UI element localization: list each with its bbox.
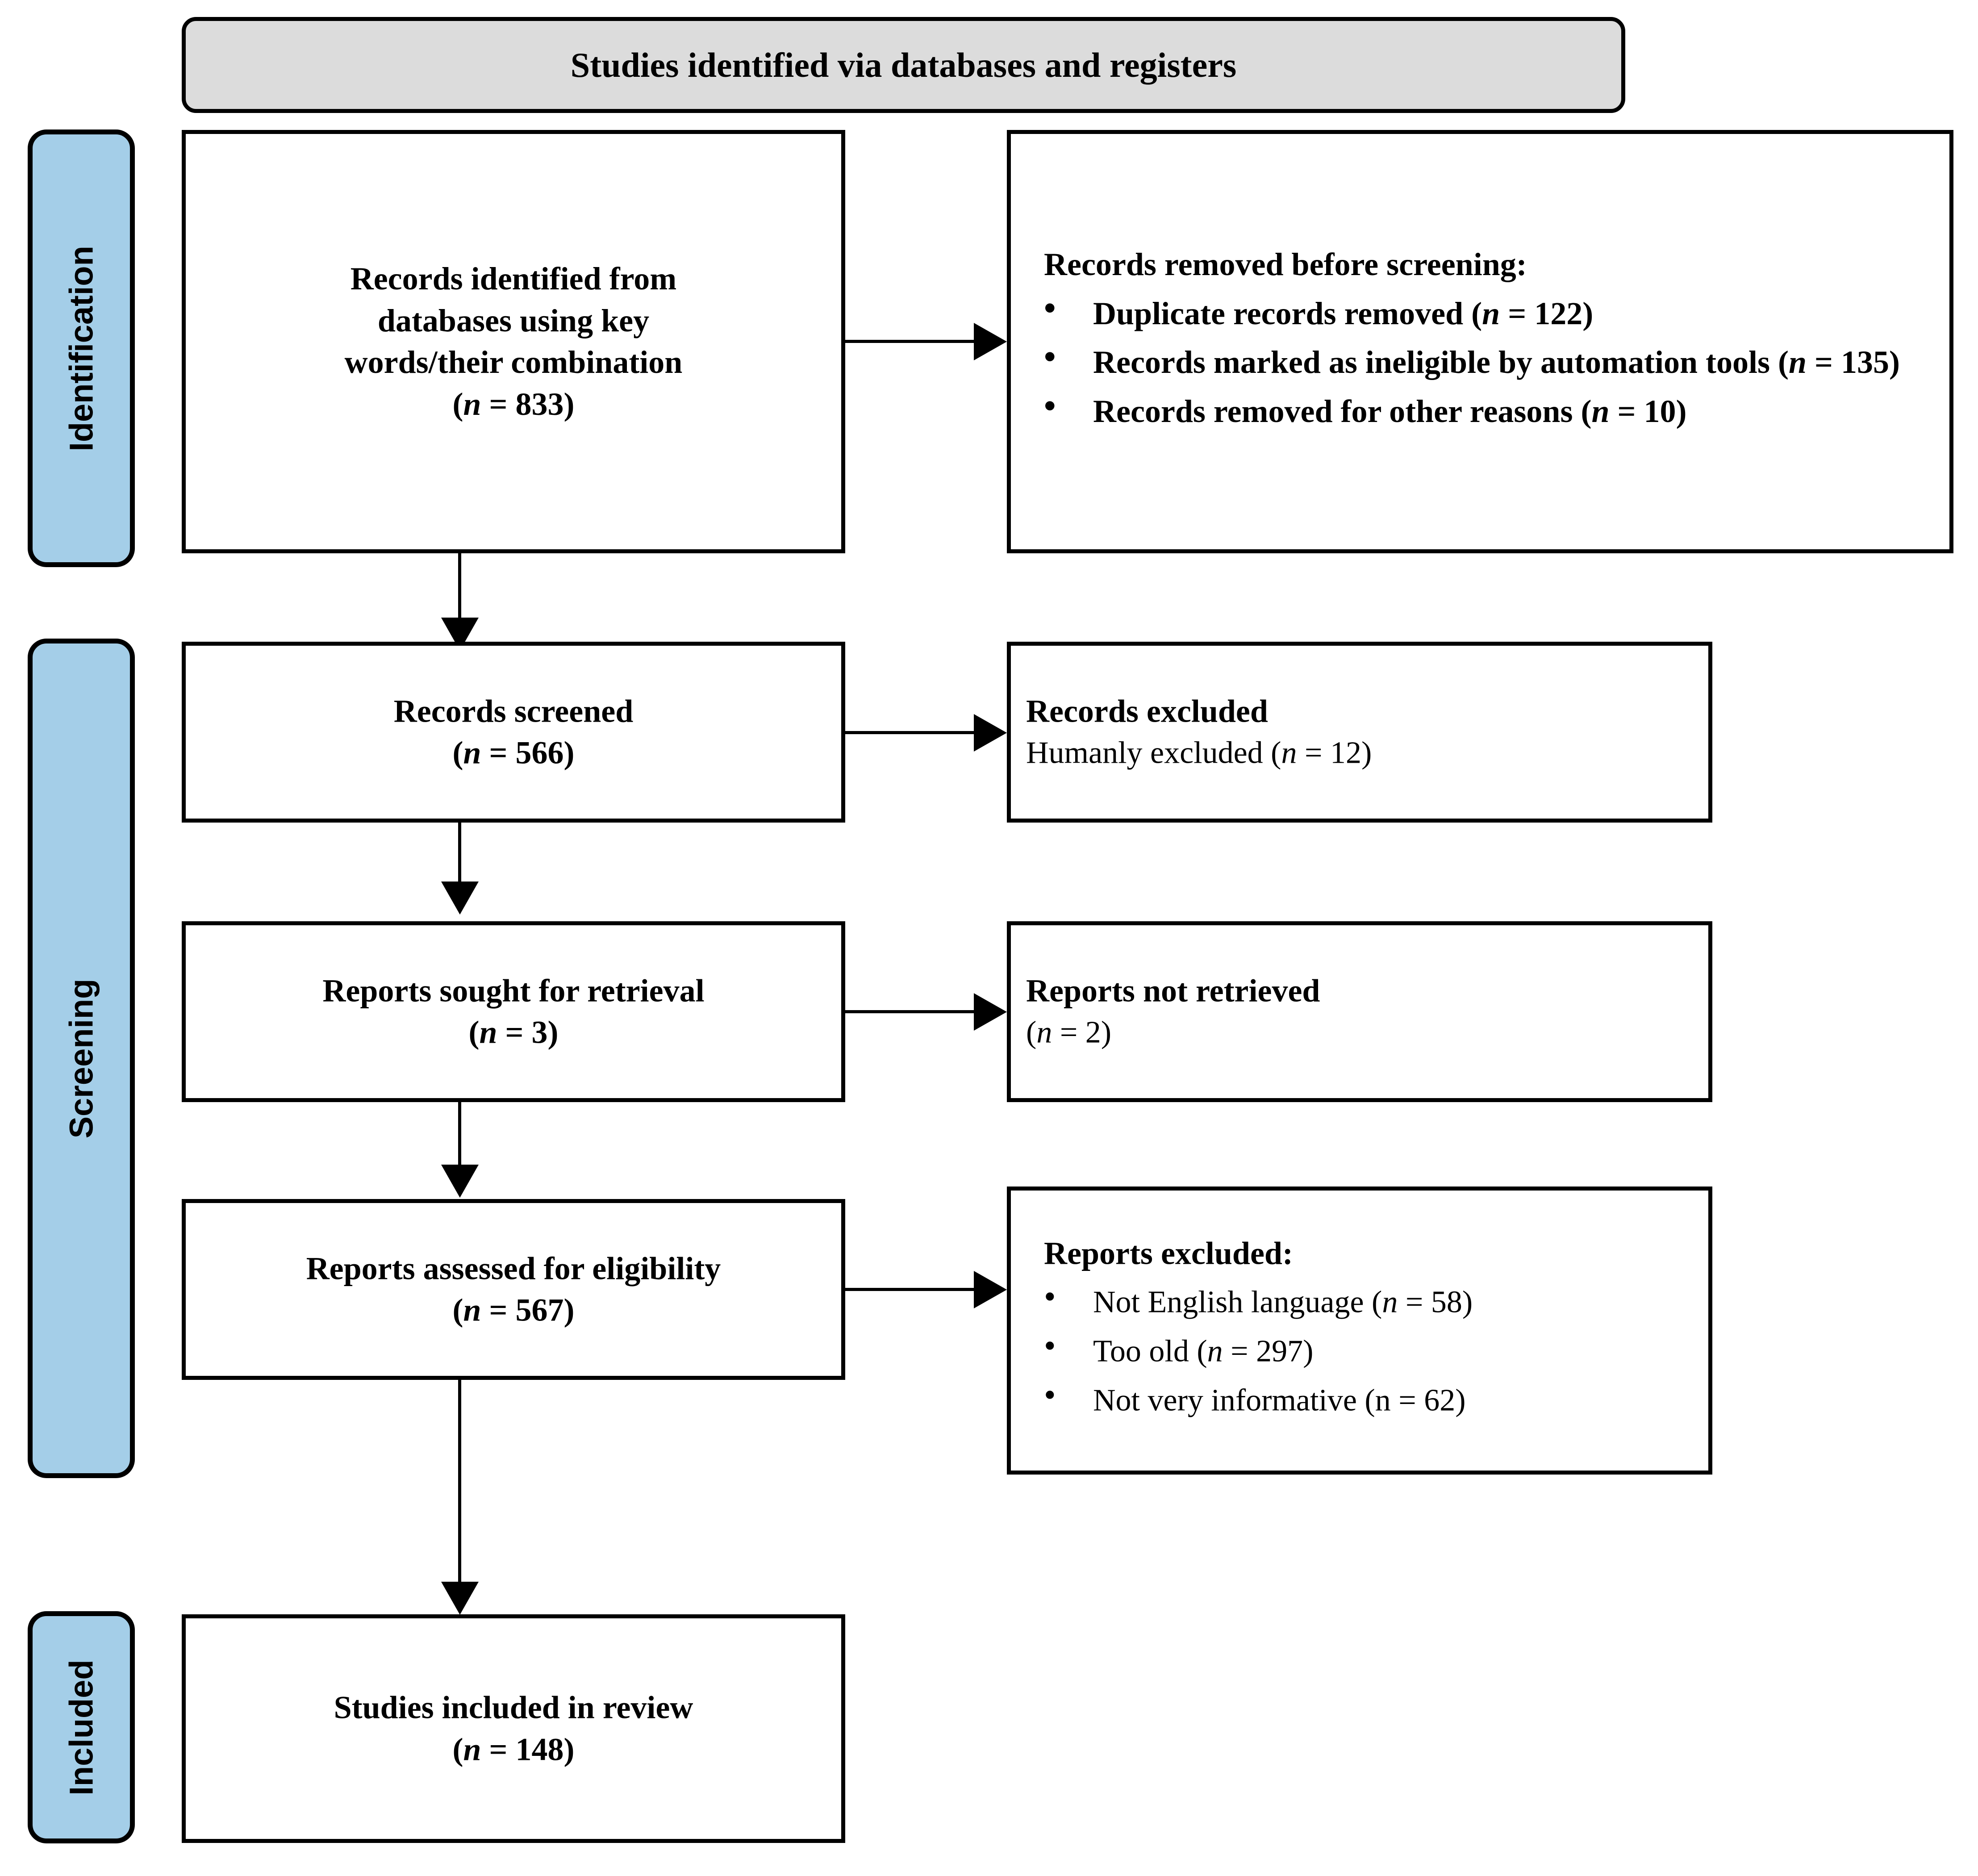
stage-label-identification: Identification bbox=[28, 130, 135, 567]
records-excluded-title: Records excluded bbox=[1026, 693, 1268, 729]
box-reports-excluded: Reports excluded: Not English language (… bbox=[1007, 1187, 1712, 1475]
records-excluded-detail: Humanly excluded (n = 12) bbox=[1026, 735, 1372, 770]
box-records-identified: Records identified from databases using … bbox=[182, 130, 845, 553]
box-records-screened: Records screened (n = 566) bbox=[182, 642, 845, 823]
list-item: Too old (n = 297) bbox=[1026, 1329, 1693, 1372]
arrow-screened-to-sought-head bbox=[441, 882, 479, 915]
reports-sought-count: (n = 3) bbox=[468, 1014, 559, 1050]
box-reports-assessed: Reports assessed for eligibility (n = 56… bbox=[182, 1199, 845, 1380]
box-reports-sought: Reports sought for retrieval (n = 3) bbox=[182, 921, 845, 1102]
reports-sought-title: Reports sought for retrieval bbox=[322, 972, 705, 1008]
header-banner-label: Studies identified via databases and reg… bbox=[570, 45, 1237, 84]
records-identified-count: (n = 833) bbox=[452, 386, 575, 422]
arrow-sought-to-assessed-stem bbox=[458, 1102, 461, 1171]
list-item: Not very informative (n = 62) bbox=[1026, 1378, 1693, 1421]
box-studies-included: Studies included in review (n = 148) bbox=[182, 1614, 845, 1843]
arrow-identified-to-screened-stem bbox=[458, 553, 461, 621]
records-identified-line3: words/their combination bbox=[344, 344, 683, 380]
arrow-identified-to-removed-stem bbox=[845, 340, 974, 343]
stage-label-included-text: Included bbox=[63, 1659, 100, 1796]
reports-assessed-count: (n = 567) bbox=[452, 1292, 575, 1328]
records-identified-line1: Records identified from bbox=[350, 260, 677, 297]
box-records-excluded: Records excluded Humanly excluded (n = 1… bbox=[1007, 642, 1712, 823]
arrow-assessed-to-excluded-head bbox=[974, 1271, 1007, 1308]
box-reports-not-retrieved: Reports not retrieved (n = 2) bbox=[1007, 921, 1712, 1102]
removed-before-screening-heading: Records removed before screening: bbox=[1044, 246, 1527, 282]
arrow-assessed-to-excluded-stem bbox=[845, 1288, 974, 1291]
arrow-screened-to-sought-stem bbox=[458, 823, 461, 888]
stage-label-screening: Screening bbox=[28, 639, 135, 1478]
records-screened-title: Records screened bbox=[393, 693, 634, 729]
stage-label-identification-text: Identification bbox=[63, 245, 100, 451]
header-banner: Studies identified via databases and reg… bbox=[182, 17, 1625, 113]
stage-label-included: Included bbox=[28, 1611, 135, 1843]
list-item: Records removed for other reasons (n = 1… bbox=[1026, 389, 1934, 433]
arrow-screened-to-excluded-stem bbox=[845, 731, 974, 734]
reports-not-retrieved-title: Reports not retrieved bbox=[1026, 972, 1320, 1008]
arrow-sought-to-not-retrieved-stem bbox=[845, 1010, 974, 1013]
list-item: Duplicate records removed (n = 122) bbox=[1026, 291, 1934, 334]
records-identified-line2: databases using key bbox=[377, 302, 650, 338]
arrow-assessed-to-included-head bbox=[441, 1582, 479, 1615]
arrow-sought-to-not-retrieved-head bbox=[974, 993, 1007, 1031]
box-records-removed-before-screening: Records removed before screening: Duplic… bbox=[1007, 130, 1953, 553]
studies-included-count: (n = 148) bbox=[452, 1731, 575, 1767]
stage-label-screening-text: Screening bbox=[63, 978, 100, 1138]
reports-assessed-title: Reports assessed for eligibility bbox=[306, 1250, 721, 1286]
arrow-sought-to-assessed-head bbox=[441, 1165, 479, 1198]
reports-excluded-heading: Reports excluded: bbox=[1044, 1235, 1293, 1271]
list-item: Records marked as ineligible by automati… bbox=[1026, 340, 1934, 384]
arrow-identified-to-removed-head bbox=[974, 323, 1007, 360]
records-screened-count: (n = 566) bbox=[452, 735, 575, 771]
arrow-screened-to-excluded-head bbox=[974, 714, 1007, 752]
reports-not-retrieved-count: (n = 2) bbox=[1026, 1015, 1112, 1050]
list-item: Not English language (n = 58) bbox=[1026, 1280, 1693, 1324]
arrow-assessed-to-included-stem bbox=[458, 1380, 461, 1585]
studies-included-title: Studies included in review bbox=[334, 1689, 693, 1726]
